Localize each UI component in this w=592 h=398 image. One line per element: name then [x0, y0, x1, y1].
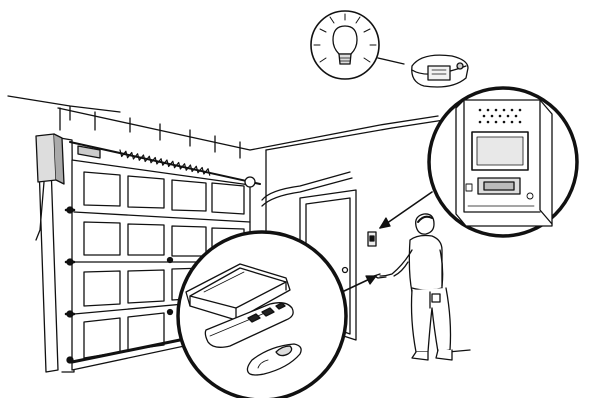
person-figure — [374, 214, 452, 360]
wall-control-callout — [429, 88, 577, 236]
wall-control-small — [368, 232, 376, 246]
light-bulb-icon — [311, 11, 379, 79]
bulb-pointer-line — [378, 58, 404, 64]
lock-icon — [466, 184, 472, 191]
remote-controls-callout — [178, 232, 346, 398]
garage-door-opener-unit — [412, 55, 468, 87]
